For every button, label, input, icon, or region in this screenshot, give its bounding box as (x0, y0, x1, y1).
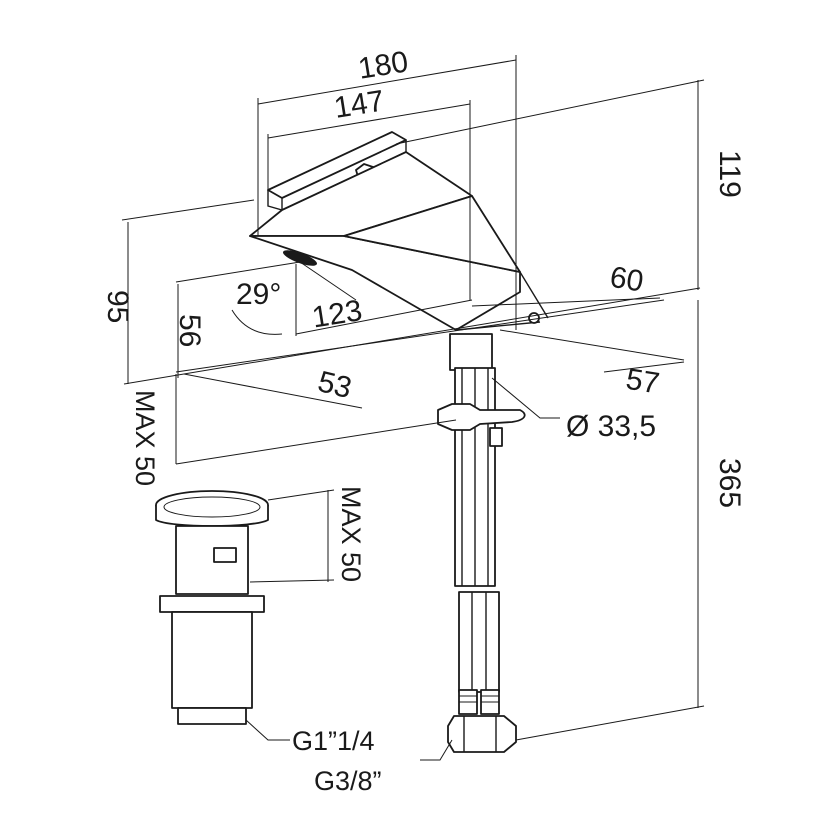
dimension-lines (121, 55, 705, 761)
dim-angle: 29° (236, 278, 281, 311)
supply-thread-label: G3/8” (314, 766, 382, 796)
body-side (343, 195, 521, 273)
flexible-hose (458, 591, 500, 693)
mounting-nut (437, 403, 526, 431)
dim-123: 123 (310, 294, 365, 334)
dim-95: 95 (101, 290, 134, 323)
pop-up-waste (155, 490, 269, 725)
dim-60: 60 (608, 261, 646, 299)
waste-thread-label: G1”1/4 (292, 726, 375, 756)
waste-flange (159, 595, 265, 613)
dim-119: 119 (713, 150, 746, 198)
dim-365: 365 (713, 458, 746, 508)
dim-diameter: Ø 33,5 (566, 410, 656, 443)
spout-outlet (282, 250, 318, 266)
dim-53: 53 (315, 365, 355, 405)
dim-max50-waste: MAX 50 (336, 486, 366, 582)
dim-56: 56 (173, 314, 206, 347)
shank (449, 333, 493, 371)
faucet-body (249, 131, 549, 753)
waste-tail (171, 611, 253, 709)
dim-180: 180 (356, 45, 411, 85)
waste-body (175, 525, 249, 595)
dim-147: 147 (332, 84, 387, 124)
hose-nut (447, 715, 517, 753)
dim-max50-deck: MAX 50 (130, 390, 160, 486)
dimension-labels: 180 147 119 95 56 29° 123 60 57 53 Ø 33,… (101, 45, 746, 796)
dim-57: 57 (624, 363, 662, 401)
